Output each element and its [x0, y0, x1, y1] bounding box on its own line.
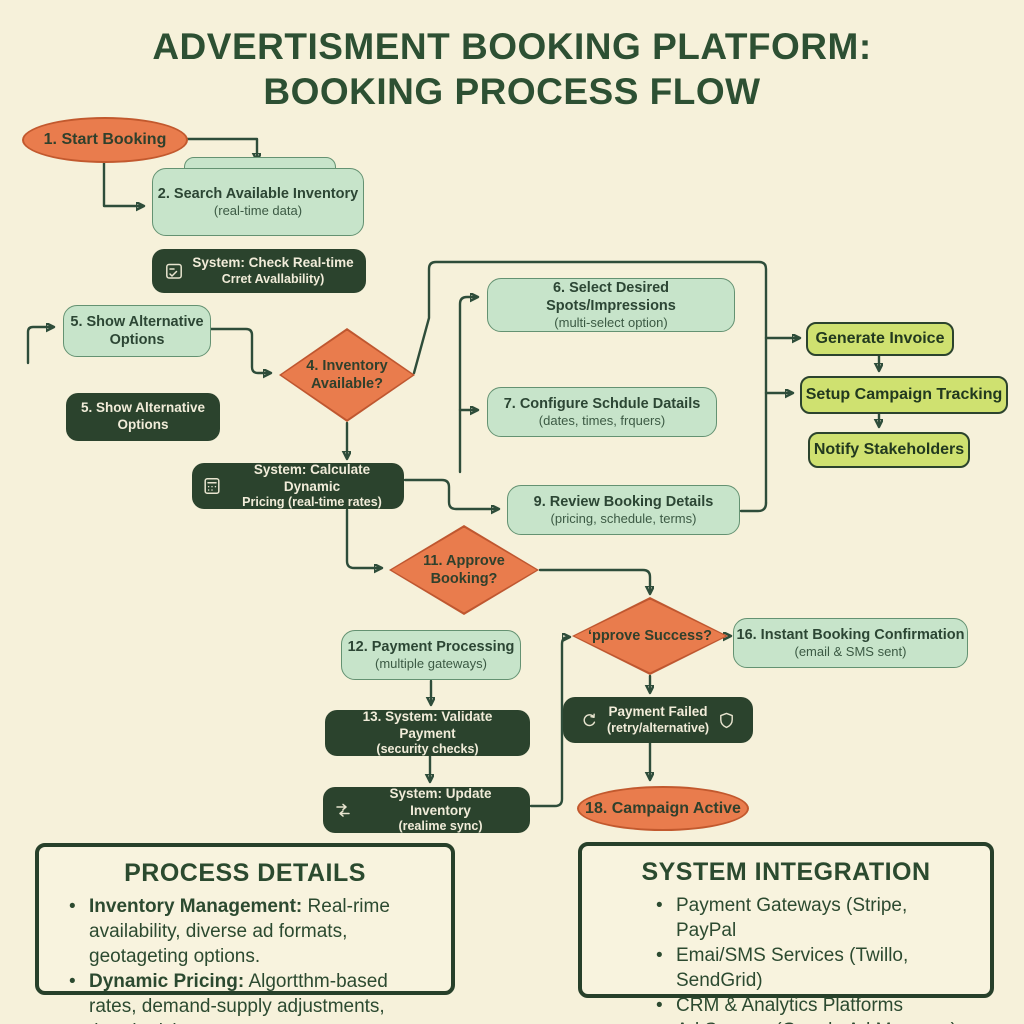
- node-system-check-sub: Crret Avallability): [221, 271, 325, 286]
- node-review-booking-sub: (pricing, schedule, terms): [550, 511, 697, 527]
- node-payment-processing-sub: (multiple gateways): [375, 656, 487, 672]
- process-details-title: PROCESS DETAILS: [124, 859, 366, 887]
- system-integration-item-text: CRM & Analytics Platforms: [676, 995, 903, 1017]
- process-details-item-lead: Inventory Management:: [89, 896, 303, 917]
- edge-trunk-to-select-spots: [458, 297, 477, 474]
- system-integration-item: Emai/SMS Services (Twillo, SendGrid): [656, 943, 970, 993]
- node-select-spots-sub: (multi-select option): [554, 315, 668, 331]
- edge-loop-into-alternatives: [26, 327, 53, 365]
- node-payment-processing-label: 12. Payment Processing: [347, 639, 515, 656]
- edge-pricing-to-approve: [345, 508, 381, 568]
- node-review-booking-label: 9. Review Booking Details: [533, 494, 714, 511]
- node-setup-campaign-tracking-label: Setup Campaign Tracking: [805, 386, 1003, 403]
- node-select-spots: 6. Select Desired Spots/Impressions (mul…: [487, 278, 735, 332]
- node-search-inventory: 2. Search Available Inventory (real-time…: [152, 168, 364, 236]
- node-update-inventory: System: Update Inventory (realime sync): [323, 785, 530, 834]
- node-update-inventory-label: System: Update Inventory: [389, 785, 492, 818]
- node-calculate-pricing: System: Calculate Dynamic Pricing (real-…: [192, 461, 404, 510]
- system-integration-item-text: Ad Servers (Google Ad Manager): [676, 1020, 957, 1024]
- node-campaign-active: 18. Campaign Active: [577, 786, 749, 831]
- decision-inventory-sub: Available?: [310, 376, 383, 392]
- node-show-alternatives-label: 5. Show Alternative: [70, 313, 204, 330]
- node-payment-failed-label: Payment Failed: [608, 704, 708, 720]
- node-booking-confirmation: 16. Instant Booking Confirmation (email …: [733, 618, 968, 668]
- process-details-list: Inventory Management: Real-rime availabi…: [59, 894, 431, 1024]
- node-validate-payment: 13. System: Validate Payment (security c…: [325, 708, 530, 757]
- sync-icon: [333, 800, 353, 820]
- node-configure-schedule: 7. Configure Schdule Datails (dates, tim…: [487, 387, 717, 437]
- node-booking-confirmation-label: 16. Instant Booking Confirmation: [736, 627, 965, 644]
- node-validate-payment-sub: (security checks): [376, 742, 479, 757]
- node-show-alternatives-dark-sub: Options: [117, 417, 169, 432]
- system-integration-item-text: Payment Gateways (Stripe, PayPal: [676, 895, 908, 942]
- process-details-item: Dynamic Pricing: Algortthm-based rates, …: [69, 969, 431, 1024]
- node-campaign-active-label: 18. Campaign Active: [585, 799, 741, 817]
- node-notify-stakeholders-label: Notify Stakeholders: [813, 441, 965, 458]
- page-title: ADVERTISMENT BOOKING PLATFORM: BOOKING P…: [0, 24, 1024, 114]
- node-generate-invoice: Generate Invoice: [806, 322, 954, 356]
- edge-start-to-search-top: [184, 137, 257, 160]
- node-configure-schedule-sub: (dates, times, frquers): [538, 413, 666, 429]
- process-details-item-text: Algortthm-based rates, demand-supply adj…: [89, 971, 388, 1024]
- node-payment-processing: 12. Payment Processing (multiple gateway…: [341, 630, 521, 680]
- node-configure-schedule-label: 7. Configure Schdule Datails: [503, 396, 701, 413]
- retry-icon: [580, 711, 599, 730]
- node-show-alternatives-sub: Options: [109, 332, 165, 348]
- system-integration-item: Ad Servers (Google Ad Manager): [656, 1018, 970, 1024]
- node-calculate-pricing-sub: Pricing (real-time rates): [242, 495, 382, 510]
- process-details-item-lead: Dynamic Pricing:: [89, 971, 245, 993]
- decision-inventory-available: 4. Inventory Available?: [279, 328, 415, 422]
- edge-inventory-top-rail: [412, 260, 768, 505]
- node-start-booking: 1. Start Booking: [22, 117, 188, 163]
- edge-approve-to-success: [538, 568, 650, 593]
- node-payment-failed: Payment Failed (retry/alternative): [563, 697, 753, 743]
- decision-approve-booking: 11. Approve Booking?: [389, 525, 539, 615]
- node-payment-failed-sub: (retry/alternative): [606, 720, 710, 735]
- system-integration-title: SYSTEM INTEGRATION: [641, 858, 931, 886]
- node-update-inventory-sub: (realime sync): [398, 819, 483, 834]
- page-title-line2: BOOKING PROCESS FLOW: [263, 71, 761, 113]
- decision-approve-success-label: ʻpprove Success?: [587, 627, 713, 644]
- node-search-inventory-sub: (real-time data): [213, 203, 303, 219]
- node-show-alternatives-dark: 5. Show Alternative Options: [66, 393, 220, 441]
- decision-approve-booking-label: 11. Approve Booking?: [423, 552, 505, 587]
- node-review-booking: 9. Review Booking Details (pricing, sche…: [507, 485, 740, 535]
- calendar-system-icon: [164, 261, 184, 281]
- edge-review-to-rail: [739, 501, 768, 513]
- node-generate-invoice-label: Generate Invoice: [815, 330, 945, 347]
- system-integration-item: Payment Gateways (Stripe, PayPal: [656, 893, 970, 943]
- process-details-item: Inventory Management: Real-rime availabi…: [69, 894, 431, 969]
- system-integration-panel: SYSTEM INTEGRATION Payment Gateways (Str…: [578, 842, 994, 1024]
- node-system-check: System: Check Real-time Crret Avallabili…: [152, 249, 366, 293]
- calculator-icon: [202, 476, 222, 496]
- process-details-panel: PROCESS DETAILS Inventory Management: Re…: [35, 843, 455, 1024]
- edge-alternatives-to-inventory: [209, 327, 270, 373]
- process-details-item-text: Real-rime availability, diverse ad forma…: [89, 896, 390, 968]
- edge-update-to-success: [529, 637, 569, 808]
- system-integration-item: CRM & Analytics Platforms: [656, 993, 970, 1018]
- edge-pricing-to-review: [403, 478, 498, 509]
- system-integration-list: Payment Gateways (Stripe, PayPal Emai/SM…: [646, 893, 970, 1024]
- node-calculate-pricing-label: System: Calculate Dynamic: [253, 461, 371, 494]
- decision-inventory-label: 4. Inventory: [306, 357, 388, 374]
- decision-approve-success: ʻpprove Success?: [572, 597, 728, 675]
- page-title-line1: ADVERTISMENT BOOKING PLATFORM:: [152, 26, 872, 67]
- node-select-spots-label: 6. Select Desired Spots/Impressions: [546, 280, 676, 315]
- edge-start-to-search-left: [102, 160, 143, 206]
- node-show-alternatives-dark-label: 5. Show Alternative: [80, 400, 206, 416]
- node-setup-campaign-tracking: Setup Campaign Tracking: [800, 376, 1008, 414]
- node-search-inventory-label: 2. Search Available Inventory: [157, 186, 359, 203]
- system-integration-item-text: Emai/SMS Services (Twillo, SendGrid): [676, 945, 909, 992]
- node-validate-payment-label: 13. System: Validate Payment: [362, 708, 493, 741]
- node-system-check-label: System: Check Real-time: [192, 255, 354, 271]
- node-start-booking-label: 1. Start Booking: [43, 131, 167, 148]
- node-show-alternatives: 5. Show Alternative Options: [63, 305, 211, 357]
- node-notify-stakeholders: Notify Stakeholders: [808, 432, 970, 468]
- node-booking-confirmation-sub: (email & SMS sent): [794, 644, 907, 660]
- shield-icon: [717, 711, 736, 730]
